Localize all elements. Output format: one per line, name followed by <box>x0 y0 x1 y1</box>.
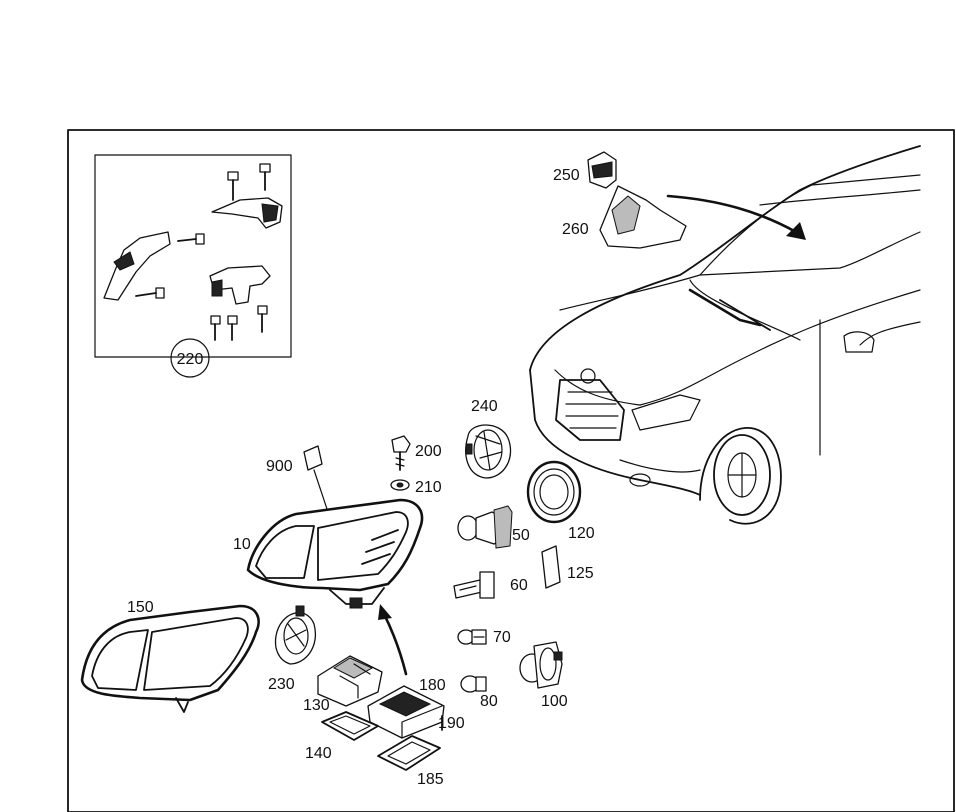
bulb-60 <box>453 571 495 599</box>
label-250: 250 <box>553 167 580 184</box>
label-10: 10 <box>233 536 251 553</box>
label-130: 130 <box>303 697 330 714</box>
label-50: 50 <box>512 527 530 544</box>
gasket-185 <box>377 735 441 771</box>
label-240: 240 <box>471 398 498 415</box>
car-outline <box>529 145 921 525</box>
grille <box>555 379 625 441</box>
bracket-260 <box>599 185 687 249</box>
socket-100 <box>519 641 563 689</box>
label-190: 190 <box>438 715 465 732</box>
screw-200 <box>391 435 411 471</box>
screw <box>177 233 205 245</box>
bulb-80 <box>460 675 487 693</box>
car-headlamp <box>631 394 701 431</box>
label-120: 120 <box>568 525 595 542</box>
label-220: 220 <box>177 351 204 368</box>
screw <box>227 315 238 341</box>
screw <box>257 305 268 333</box>
pointer-arrow-up <box>382 612 408 676</box>
screw <box>210 315 221 341</box>
label-900: 900 <box>266 458 293 475</box>
label-260: 260 <box>562 221 589 238</box>
mounting-kit-inset <box>94 154 292 358</box>
label-200: 200 <box>415 443 442 460</box>
igniter-130 <box>317 655 383 707</box>
screw <box>227 171 239 201</box>
front-wheel-arch <box>699 427 782 525</box>
headlamp-housing-10 <box>246 498 424 609</box>
star-emblem <box>580 368 596 384</box>
adjuster-230 <box>274 605 316 665</box>
callout-circle-220 <box>170 338 210 378</box>
sensor-250 <box>587 151 617 189</box>
screw <box>259 163 271 191</box>
washer-210 <box>390 479 410 491</box>
label-210: 210 <box>415 479 442 496</box>
lower-bracket <box>209 265 271 305</box>
diagram-frame <box>67 129 955 812</box>
front-wheel <box>713 434 771 516</box>
cover-120 <box>526 460 582 524</box>
label-70: 70 <box>493 629 511 646</box>
control-unit-180 <box>367 685 445 739</box>
bulb-70 <box>457 629 487 645</box>
label-180: 180 <box>419 677 446 694</box>
cap-240 <box>465 424 512 479</box>
side-mirror <box>843 331 875 353</box>
label-100: 100 <box>541 693 568 710</box>
label-80: 80 <box>480 693 498 710</box>
gasket-140 <box>321 711 379 741</box>
label-185: 185 <box>417 771 444 788</box>
arrow-head <box>786 222 806 240</box>
clip-900 <box>303 445 323 471</box>
bulb-50 <box>457 505 513 549</box>
screw <box>135 287 165 299</box>
label-230: 230 <box>268 676 295 693</box>
label-140: 140 <box>305 745 332 762</box>
headlamp-lens-150 <box>80 604 260 713</box>
label-150: 150 <box>127 599 154 616</box>
seal-125 <box>541 545 561 589</box>
pointer-arrow <box>666 194 798 234</box>
label-125: 125 <box>567 565 594 582</box>
label-60: 60 <box>510 577 528 594</box>
